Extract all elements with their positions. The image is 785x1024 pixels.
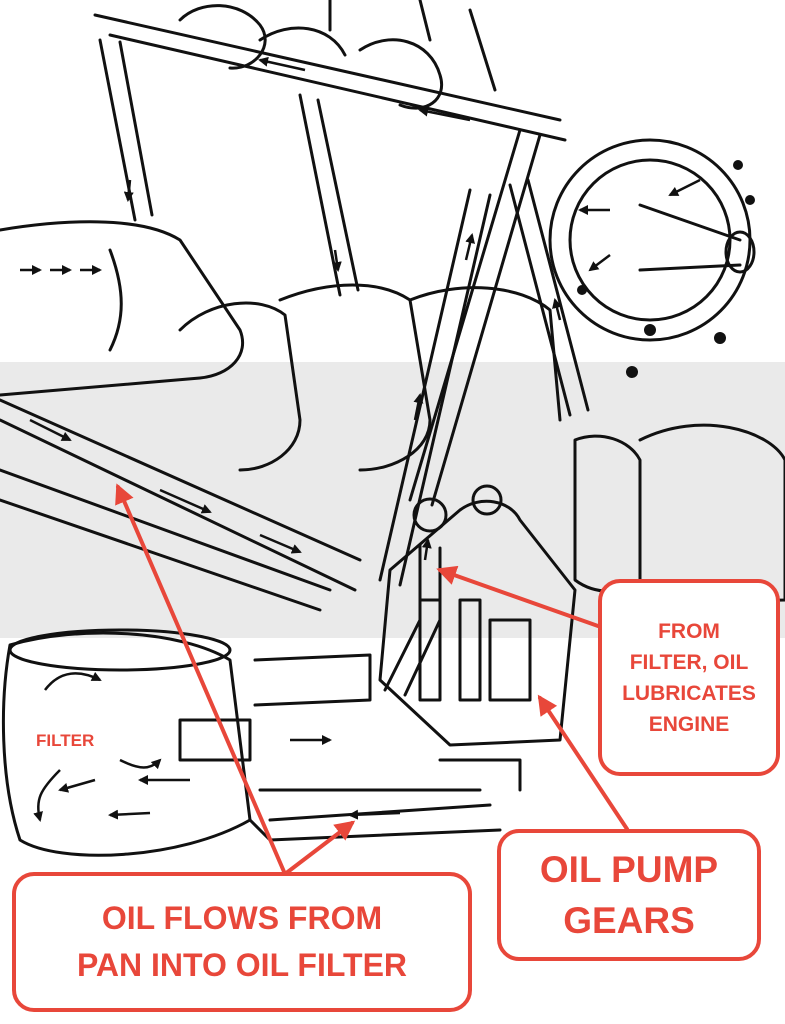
callout-pan-to-filter-text: OIL FLOWS FROM PAN INTO OIL FILTER	[76, 900, 408, 983]
pointer-to-pan-passage	[115, 483, 287, 876]
pointer-to-filter-inlet	[283, 820, 356, 876]
pointer-to-pump-gears	[537, 694, 629, 831]
callout-oil-pump-gears: OIL PUMP GEARS	[497, 829, 761, 961]
callout-from-filter: FROM FILTER, OIL LUBRICATES ENGINE	[598, 579, 780, 776]
filter-label: FILTER	[36, 731, 95, 750]
callout-pan-to-filter: OIL FLOWS FROM PAN INTO OIL FILTER	[12, 872, 472, 1012]
callout-from-filter-text: FROM FILTER, OIL LUBRICATES ENGINE	[622, 619, 756, 736]
pointer-to-gallery	[436, 565, 600, 628]
callout-oil-pump-gears-text: OIL PUMP GEARS	[539, 849, 719, 941]
